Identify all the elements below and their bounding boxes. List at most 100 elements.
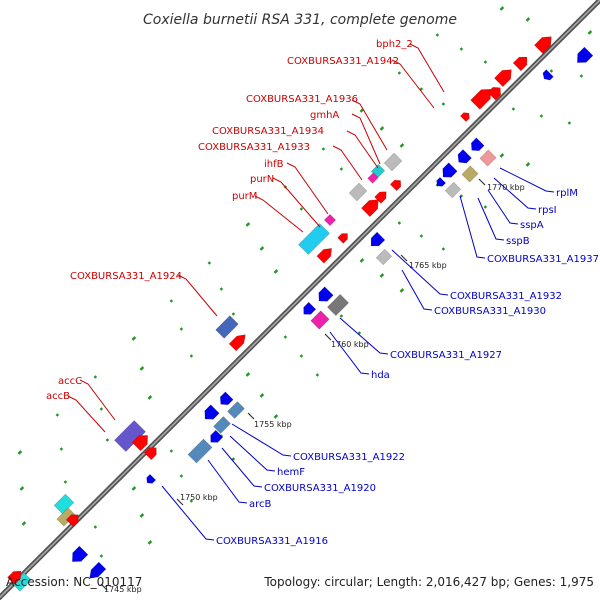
marker-dot	[419, 234, 424, 238]
gene-glyph	[323, 213, 337, 227]
marker-dot	[321, 147, 326, 151]
gene-glyph	[204, 404, 220, 420]
tick-mark: 1745 kbp	[100, 583, 142, 594]
gene-glyph	[459, 112, 470, 123]
marker-dot	[273, 414, 279, 419]
leader-line	[487, 189, 519, 225]
gene-label-forward: COXBURSA331_A1934	[212, 126, 324, 137]
leader-line	[272, 177, 321, 228]
gene-label-reverse: rpsI	[538, 205, 557, 216]
marker-dot	[567, 121, 572, 125]
gene-glyph	[479, 149, 497, 167]
marker-dot	[131, 486, 137, 491]
marker-dot	[17, 450, 23, 455]
gene-glyph	[367, 172, 379, 184]
gene-label-forward: COXBURSA331_A1933	[198, 142, 310, 153]
marker-dot	[139, 366, 145, 371]
label-layer: bph2_2COXBURSA331_A1942COXBURSA331_A1936…	[46, 39, 599, 547]
tick-label: 1760 kbp	[331, 340, 369, 349]
gene-glyph	[187, 438, 213, 464]
gene-glyph	[143, 447, 157, 461]
marker-dot	[525, 17, 531, 22]
leader-line	[254, 195, 304, 233]
tick-mark: 1760 kbp	[324, 333, 369, 349]
marker-dot	[105, 438, 110, 442]
gene-label-forward: COXBURSA331_A1942	[287, 56, 399, 67]
marker-dot	[399, 288, 405, 293]
gene-glyph	[316, 248, 332, 264]
gene-glyph	[494, 69, 512, 87]
marker-dot	[59, 447, 64, 451]
marker-dot	[299, 207, 304, 211]
marker-dot	[179, 327, 184, 331]
gene-glyph	[370, 231, 386, 247]
gene-label-forward: purM	[232, 191, 257, 202]
marker-dot	[259, 246, 265, 251]
marker-dot	[169, 449, 174, 453]
leader-line	[477, 197, 505, 241]
tick-mark: 1750 kbp	[176, 493, 218, 506]
leader-line	[161, 485, 215, 541]
leader-line	[499, 167, 555, 193]
map-title: Coxiella burnetii RSA 331, complete geno…	[143, 12, 457, 28]
topology-text: Topology: circular; Length: 2,016,427 bp…	[263, 575, 594, 589]
marker-dot	[99, 554, 104, 558]
gene-glyph	[512, 56, 528, 72]
leader-line	[391, 59, 435, 109]
tick-label: 1770 kbp	[487, 183, 525, 192]
gene-glyph	[442, 162, 458, 178]
gene-label-reverse: COXBURSA331_A1930	[434, 306, 546, 317]
marker-dot	[339, 314, 344, 318]
marker-dot	[299, 354, 304, 358]
marker-dot	[245, 372, 251, 377]
gene-label-forward: ihfB	[264, 159, 284, 170]
marker-layer	[17, 6, 593, 558]
gene-label-reverse: COXBURSA331_A1937	[487, 254, 599, 265]
leader-line	[351, 99, 388, 151]
marker-dot	[189, 354, 194, 358]
leader-line	[332, 145, 363, 181]
marker-dot	[189, 499, 194, 503]
marker-dot	[283, 335, 288, 339]
marker-dot	[245, 222, 251, 227]
leader-line	[391, 249, 449, 296]
marker-dot	[231, 312, 236, 316]
gene-glyph	[146, 473, 157, 484]
marker-dot	[19, 486, 25, 491]
tick-mark: 1770 kbp	[478, 178, 525, 192]
accession-text: Accession: NC_010117	[6, 575, 142, 589]
marker-dot	[315, 373, 320, 377]
marker-dot	[587, 30, 593, 35]
gene-glyph	[577, 46, 594, 63]
gene-label-reverse: sspA	[520, 220, 544, 231]
gene-glyph	[348, 182, 368, 202]
marker-dot	[483, 205, 488, 209]
marker-dot	[441, 247, 446, 251]
marker-dot	[259, 393, 265, 398]
gene-glyph	[389, 179, 402, 192]
gene-glyph	[444, 181, 462, 199]
gene-label-forward: accB	[46, 391, 70, 402]
marker-dot	[339, 167, 344, 171]
marker-dot	[93, 375, 98, 379]
leader-line	[493, 177, 537, 210]
marker-dot	[539, 114, 544, 118]
gene-label-reverse: arcB	[249, 499, 272, 510]
gene-glyph	[361, 199, 379, 217]
marker-dot	[169, 299, 174, 303]
leader-line	[409, 43, 445, 93]
gene-label-forward: gmhA	[310, 110, 339, 121]
marker-dot	[63, 480, 68, 484]
gene-label-reverse: rplM	[556, 188, 578, 199]
marker-dot	[399, 143, 405, 148]
marker-dot	[483, 60, 488, 64]
gene-label-forward: COXBURSA331_A1936	[246, 94, 358, 105]
marker-dot	[499, 6, 505, 11]
tick-mark: 1755 kbp	[247, 412, 292, 429]
gene-label-forward: bph2_2	[376, 39, 413, 50]
marker-dot	[511, 107, 516, 111]
